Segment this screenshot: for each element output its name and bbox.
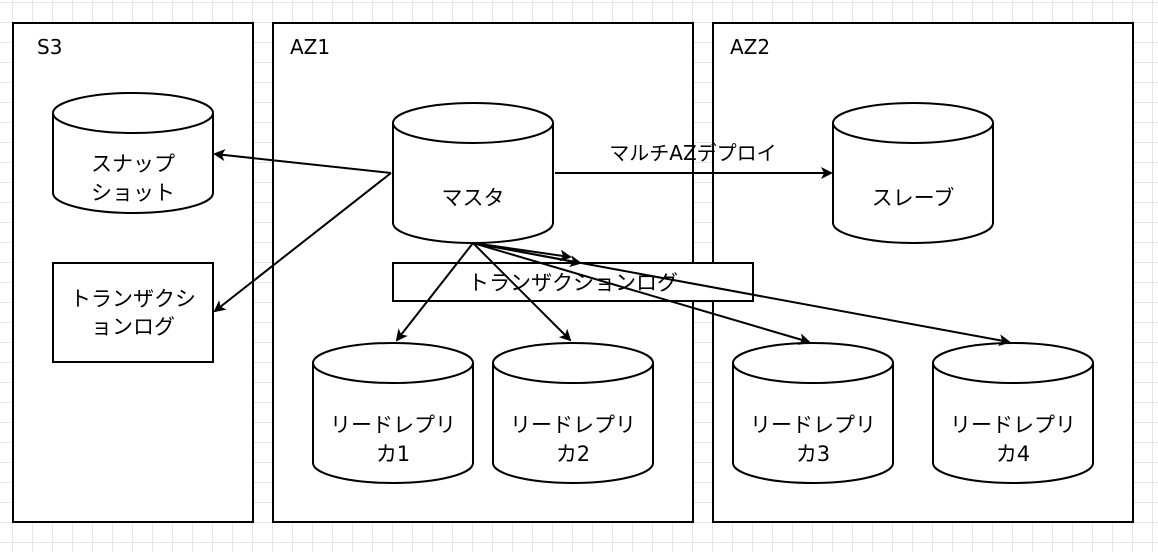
edge-master-to-log-bar-b bbox=[472, 242, 582, 268]
read-replica-2-line2: カ2 bbox=[556, 442, 590, 466]
read-replica-3-cylinder[interactable]: リードレプリ カ3 bbox=[732, 342, 894, 484]
edge-master-to-s3-transaction-log bbox=[213, 172, 392, 313]
read-replica-2-cylinder[interactable]: リードレプリ カ2 bbox=[492, 342, 654, 484]
edge-master-to-snapshot bbox=[213, 149, 392, 174]
read-replica-3-line1: リードレプリ bbox=[750, 413, 876, 437]
snapshot-cylinder[interactable]: スナップ ショット bbox=[52, 92, 214, 214]
s3-transaction-log-box[interactable]: トランザクシ ョンログ bbox=[52, 262, 214, 363]
read-replica-4-cylinder[interactable]: リードレプリ カ4 bbox=[932, 342, 1094, 484]
master-label: マスタ bbox=[442, 186, 505, 210]
read-replica-1-line2: カ1 bbox=[376, 442, 410, 466]
edge-master-to-replica-2 bbox=[472, 242, 572, 342]
s3-transaction-log-line2: ョンログ bbox=[91, 315, 175, 339]
read-replica-4-line2: カ4 bbox=[996, 442, 1030, 466]
read-replica-1-cylinder[interactable]: リードレプリ カ1 bbox=[312, 342, 474, 484]
snapshot-label-line1: スナップ bbox=[91, 152, 175, 176]
read-replica-2-line1: リードレプリ bbox=[510, 413, 636, 437]
edge-master-to-replica-3 bbox=[472, 242, 811, 345]
snapshot-label-line2: ショット bbox=[91, 181, 175, 205]
read-replica-3-line2: カ3 bbox=[796, 442, 830, 466]
zone-s3-label: S3 bbox=[37, 35, 62, 59]
slave-cylinder[interactable]: スレーブ bbox=[832, 102, 994, 244]
read-replica-4-line1: リードレプリ bbox=[950, 413, 1076, 437]
transaction-log-bar[interactable]: トランザクションログ bbox=[392, 262, 754, 302]
s3-transaction-log-line1: トランザクシ bbox=[70, 287, 196, 311]
read-replica-1-line1: リードレプリ bbox=[330, 413, 456, 437]
zone-az2-label: AZ2 bbox=[730, 35, 770, 59]
zone-az1-label: AZ1 bbox=[290, 35, 330, 59]
slave-label: スレーブ bbox=[872, 186, 955, 210]
master-cylinder[interactable]: マスタ bbox=[392, 102, 554, 244]
edge-master-to-replica-1 bbox=[395, 242, 474, 342]
multi-az-deploy-label: マルチAZデプロイ bbox=[609, 141, 776, 165]
